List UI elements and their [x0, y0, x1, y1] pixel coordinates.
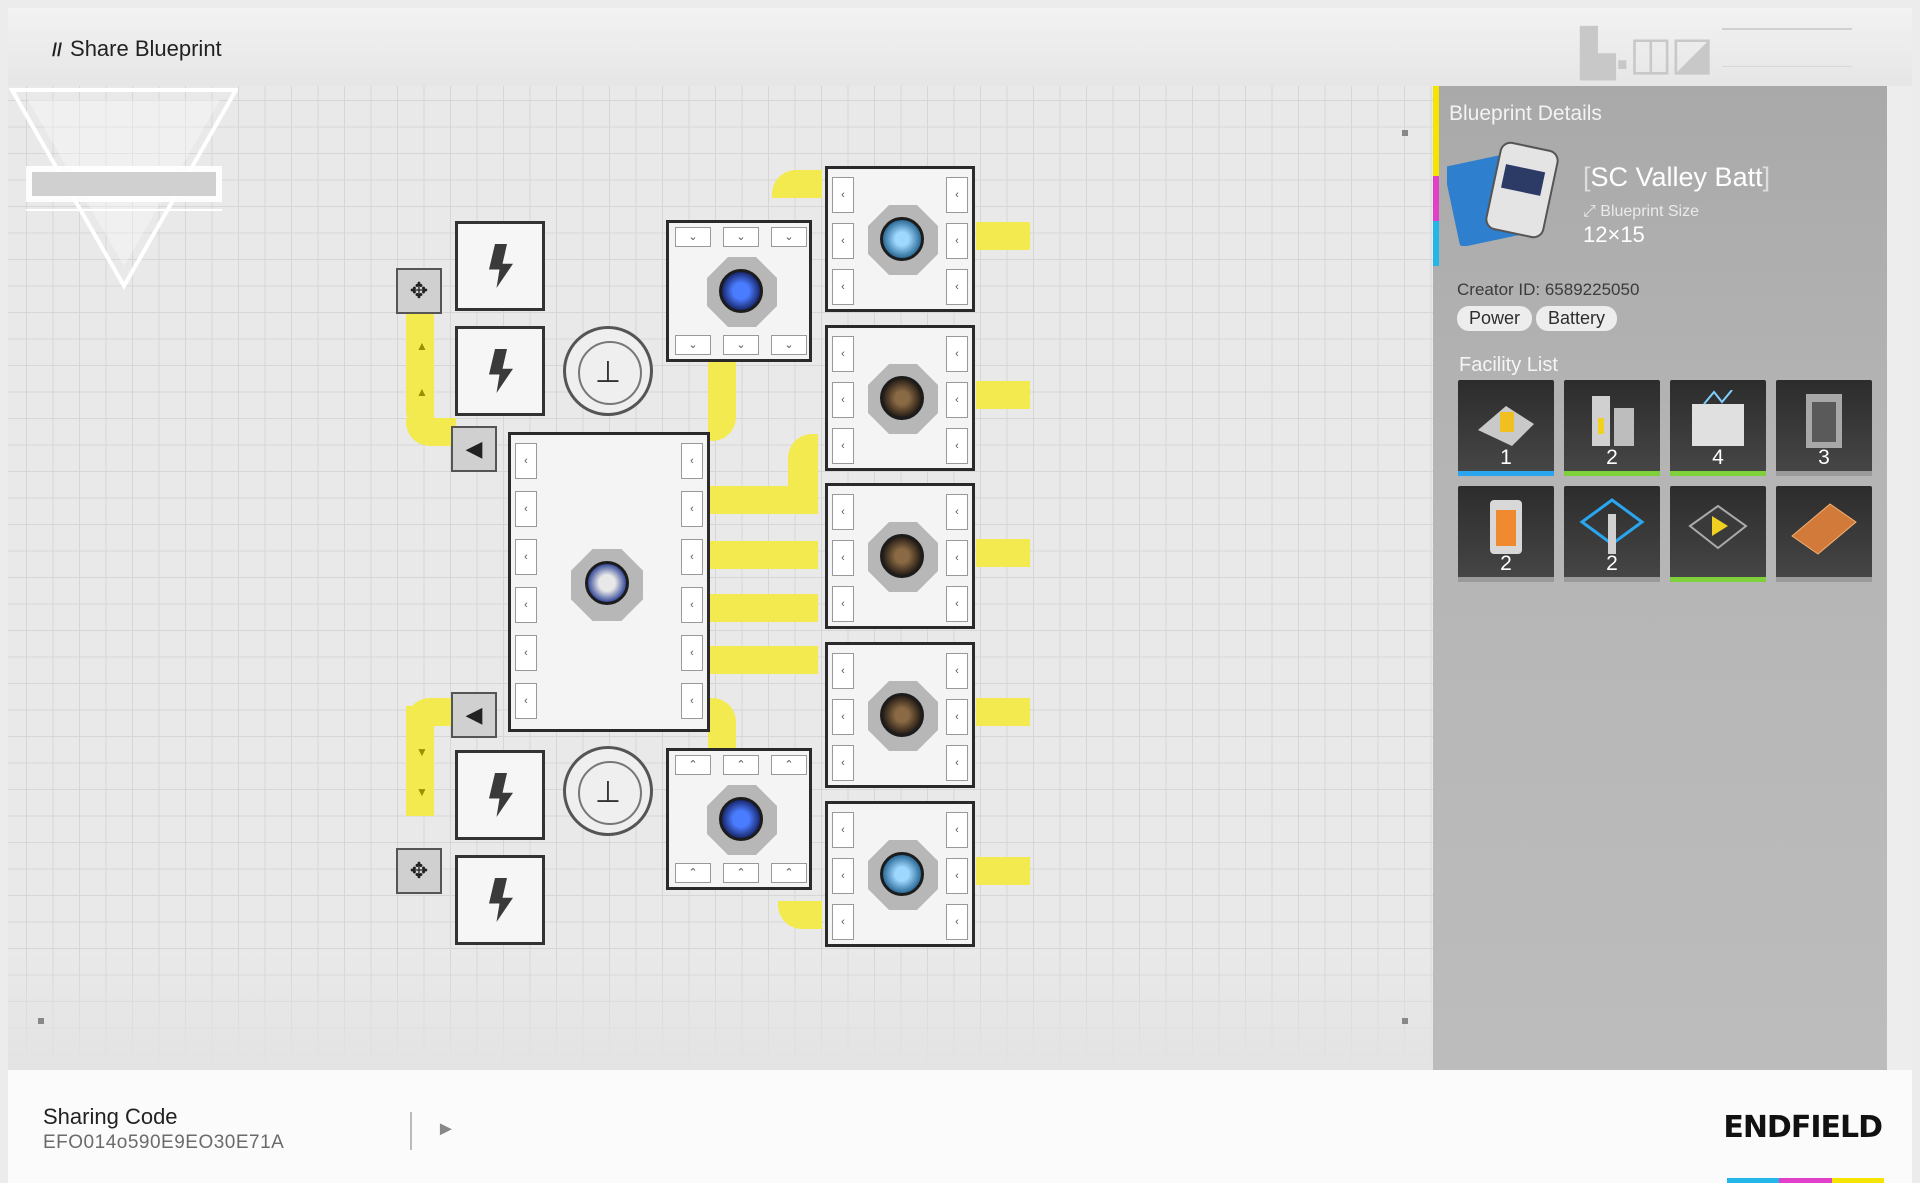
thermal-bank-icon [1490, 500, 1522, 554]
refining-unit-icon [1478, 406, 1534, 446]
relay-tower-icon: ⊥ [594, 776, 622, 809]
packaging-unit-icon [1692, 390, 1744, 446]
refining-unit[interactable]: ‹‹‹ ‹‹‹ [825, 483, 975, 629]
refining-unit[interactable]: ‹‹‹ ‹‹‹ [825, 325, 975, 471]
thermal-bank[interactable] [455, 326, 545, 416]
crystal-item-icon [880, 217, 924, 261]
thermal-bank[interactable] [455, 855, 545, 945]
panel-heading: Blueprint Details [1449, 102, 1602, 125]
relay-tower[interactable]: ⊥ [563, 746, 653, 836]
copy-arrow-icon[interactable]: ► [436, 1118, 456, 1140]
footer-bar: Sharing Code EFO014o590E9EO30E71A ► ENDF… [8, 1070, 1912, 1183]
relay-tower[interactable]: ⊥ [563, 326, 653, 416]
blueprint-name: [SC Valley Batt] [1583, 162, 1771, 192]
thermal-bank[interactable] [455, 221, 545, 311]
shredding-unit-icon [1592, 396, 1634, 446]
conveyor-belt [708, 646, 818, 674]
refining-unit[interactable]: ‹‹‹ ‹‹‹ [825, 642, 975, 788]
packaging-unit[interactable]: ⌃⌃⌃ ⌃⌃⌃ [666, 748, 812, 890]
crystal-item-icon [880, 852, 924, 896]
output-belt [976, 222, 1030, 250]
tag-power: Power [1457, 306, 1533, 331]
footer-divider [410, 1112, 412, 1150]
canvas-corner-marker [1402, 130, 1408, 136]
output-belt [976, 857, 1030, 885]
splitter-icon [1688, 504, 1748, 550]
facility-foundation-tile[interactable] [1776, 486, 1872, 582]
battery-item-icon [719, 269, 763, 313]
facility-storage-unit[interactable]: 3 [1776, 380, 1872, 476]
panel-edge-strip [1887, 86, 1912, 1070]
belt-arrow-icon: ▼ [416, 745, 428, 759]
facility-relay-tower[interactable]: 2 [1564, 486, 1660, 582]
facility-splitter[interactable] [1670, 486, 1766, 582]
battery-item-icon [719, 797, 763, 841]
conveyor-belt [406, 314, 434, 434]
conveyor-belt [772, 170, 822, 198]
storage-unit[interactable]: ‹‹‹ ‹‹‹ ‹‹‹ ‹‹‹ [508, 432, 710, 732]
facility-list-title: Facility List [1459, 354, 1558, 376]
brand-watermark-lines [1722, 28, 1852, 67]
brand-color-strip [1727, 1178, 1884, 1183]
facility-thermal-bank[interactable]: 2 [1458, 486, 1554, 582]
facility-refining-unit[interactable]: 1 [1458, 380, 1554, 476]
packaging-unit[interactable]: ⌄⌄⌄ ⌄⌄⌄ [666, 220, 812, 362]
page-title: //Share Blueprint [52, 36, 222, 61]
output-belt [976, 698, 1030, 726]
belt-arrow-icon: ▼ [416, 785, 428, 799]
canvas-corner-marker [1402, 1018, 1408, 1024]
conveyor-belt [406, 418, 456, 446]
top-bar: //Share Blueprint ▙.◫◪ [8, 8, 1912, 86]
conveyor-belt [708, 541, 818, 569]
blueprint-size-value: 12×15 [1583, 222, 1645, 247]
sharing-code-value[interactable]: EFO014o590E9EO30E71A [43, 1132, 285, 1153]
blueprint-details-panel: Blueprint Details [SC Valley Batt] ⤢ Blu… [1433, 86, 1887, 1070]
ore-item-icon [880, 693, 924, 737]
ore-item-icon [880, 376, 924, 420]
conveyor-belt [708, 594, 818, 622]
output-belt [976, 539, 1030, 567]
sharing-code-label: Sharing Code [43, 1104, 178, 1129]
endfield-logo: ENDFIELD [1723, 1110, 1883, 1145]
relay-tower-icon [1579, 498, 1645, 554]
conveyor-belt [788, 434, 818, 504]
canvas-corner-marker [38, 1018, 44, 1024]
belt-arrow-icon: ▲ [416, 339, 428, 353]
conveyor-belt [708, 361, 736, 441]
endfield-industries-logo [8, 88, 238, 291]
splitter-left[interactable]: ◀ [451, 426, 497, 472]
splitter-up[interactable]: ✥ [396, 268, 442, 314]
blueprint-size-label: ⤢ Blueprint Size [1583, 203, 1699, 220]
refining-unit[interactable]: ‹‹‹ ‹‹‹ [825, 166, 975, 312]
conveyor-belt [778, 901, 822, 929]
storage-unit-icon [1806, 394, 1842, 448]
relay-tower-icon: ⊥ [594, 356, 622, 389]
resize-icon: ⤢ [1583, 203, 1596, 220]
facility-packaging-unit[interactable]: 4 [1670, 380, 1766, 476]
conveyor-belt [406, 706, 434, 816]
ore-item-icon [880, 534, 924, 578]
splitter-down[interactable]: ✥ [396, 848, 442, 894]
blueprint-canvas[interactable]: ▲ ▲ ▼ ▼ ✥ ◀ ◀ ✥ ⊥ ⊥ ⌄⌄⌄ ⌄⌄⌄ ⌃⌃⌃ ⌃⌃⌃ [8, 86, 1433, 1070]
belt-arrow-icon: ▲ [416, 385, 428, 399]
facility-shredding-unit[interactable]: 2 [1564, 380, 1660, 476]
splitter-left[interactable]: ◀ [451, 692, 497, 738]
creator-id: Creator ID: 6589225050 [1457, 280, 1640, 299]
brand-watermark-icon: ▙.◫◪ [1580, 26, 1714, 80]
output-belt [976, 381, 1030, 409]
foundation-tile-icon [1791, 503, 1857, 555]
thermal-bank[interactable] [455, 750, 545, 840]
refining-unit[interactable]: ‹‹‹ ‹‹‹ [825, 801, 975, 947]
battery-item-icon [585, 561, 629, 605]
battery-product-icon [1447, 141, 1559, 246]
tag-battery: Battery [1536, 306, 1618, 331]
